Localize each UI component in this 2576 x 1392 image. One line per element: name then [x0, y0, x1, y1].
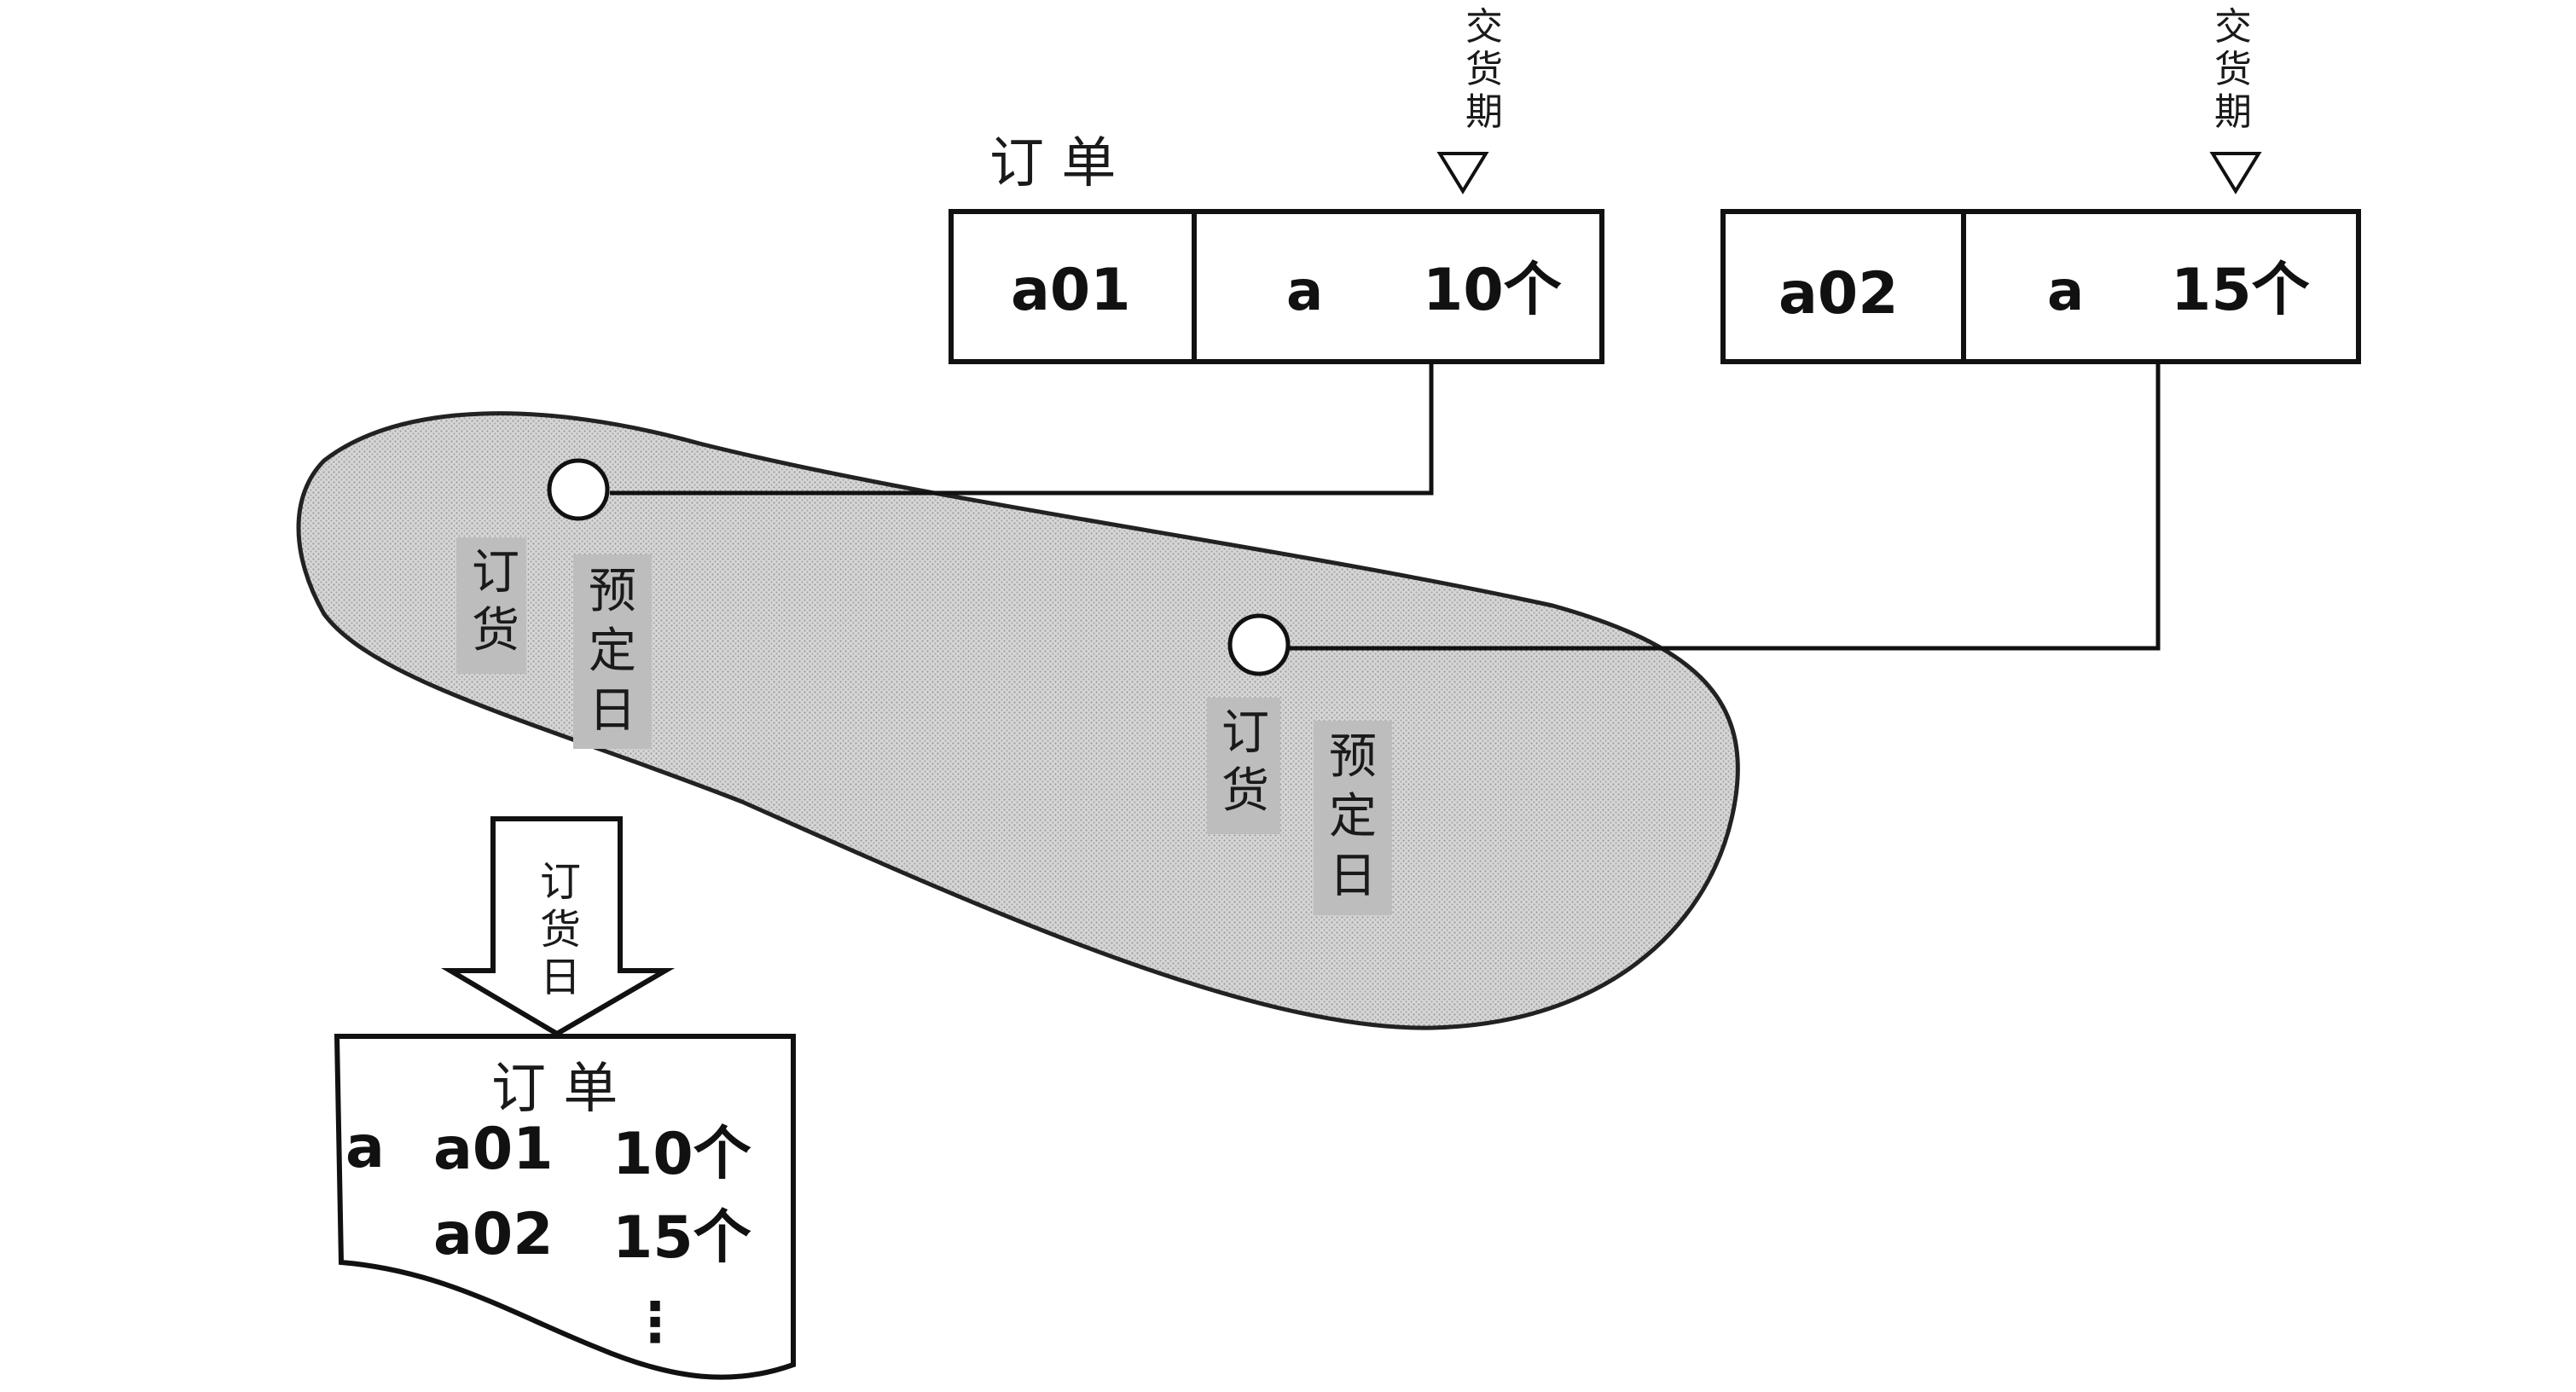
calendar-point-1: 订 货 预 定 日 — [456, 458, 652, 749]
order-number: a02 — [1778, 260, 1899, 328]
sheet-quantity: 15个 — [612, 1204, 751, 1272]
order-product: a — [1286, 260, 1323, 323]
delivery-date-marker-icon — [2209, 152, 2262, 194]
order-date-arrow: 订 货 日 — [441, 816, 676, 1037]
order-date-char: 货 — [1221, 763, 1269, 819]
scheduled-date-char: 预 — [1329, 729, 1377, 785]
sheet-quantity: 10个 — [612, 1121, 751, 1188]
scheduled-date-char: 定 — [589, 624, 636, 679]
order-title: 订 单 — [989, 132, 1116, 195]
calendar-point-2: 订 货 预 定 日 — [1207, 613, 1392, 915]
arrow-label-char: 日 — [540, 954, 581, 1001]
svg-text:货: 货 — [1465, 48, 1503, 91]
sheet-order-number: a01 — [433, 1116, 554, 1183]
order-quantity: 15个 — [2171, 257, 2310, 324]
delivery-date-marker-icon — [1436, 152, 1489, 194]
order-date-label-bg — [456, 537, 526, 674]
order-detail-cell — [1192, 209, 1604, 364]
sheet-continuation: ⋮ — [628, 1291, 682, 1354]
schedule-point-icon — [547, 458, 610, 521]
order-number: a01 — [1011, 257, 1131, 324]
scheduled-date-label-bg — [1314, 721, 1392, 915]
svg-text:期: 期 — [1465, 90, 1503, 134]
document-sheet-icon — [334, 1034, 796, 1380]
order-date-label-bg — [1207, 698, 1280, 834]
sheet-product: a — [345, 1114, 385, 1181]
svg-text:期: 期 — [2214, 90, 2252, 134]
scheduled-date-char: 定 — [1329, 789, 1377, 844]
scheduled-date-char: 日 — [1329, 849, 1377, 904]
connector-line-a02 — [1286, 362, 2161, 651]
delivery-date-label: 交 货 期 — [2214, 5, 2252, 134]
down-arrow-icon — [441, 816, 676, 1037]
output-order-sheet: 订 单 a a01 10个 a02 15个 ⋮ — [334, 1034, 796, 1380]
order-number-cell — [1720, 209, 1966, 364]
order-product: a — [2047, 260, 2084, 323]
sheet-order-number: a02 — [433, 1201, 554, 1268]
order-quantity: 10个 — [1423, 257, 1562, 324]
order-card-a01: 订 单 a01 a 10个 交 货 期 — [949, 5, 1604, 364]
sheet-title: 订 单 — [491, 1058, 618, 1121]
svg-text:交: 交 — [2214, 5, 2252, 49]
scheduled-date-label-bg — [573, 554, 652, 749]
arrow-label-char: 订 — [540, 858, 581, 906]
delivery-date-label: 交 货 期 — [1465, 5, 1503, 134]
svg-text:货: 货 — [2214, 48, 2252, 91]
order-date-char: 订 — [472, 545, 519, 600]
svg-text:交: 交 — [1465, 5, 1503, 49]
schedule-point-icon — [1227, 613, 1291, 676]
scheduled-date-char: 日 — [589, 683, 636, 739]
connector-line-a01 — [610, 362, 1434, 496]
order-date-char: 订 — [1221, 705, 1269, 761]
arrow-label-char: 货 — [540, 906, 581, 954]
order-date-char: 货 — [472, 603, 519, 658]
scheduled-date-char: 预 — [589, 564, 636, 619]
order-card-a02: a02 a 15个 交 货 期 — [1720, 5, 2361, 364]
order-detail-cell — [1961, 209, 2361, 364]
